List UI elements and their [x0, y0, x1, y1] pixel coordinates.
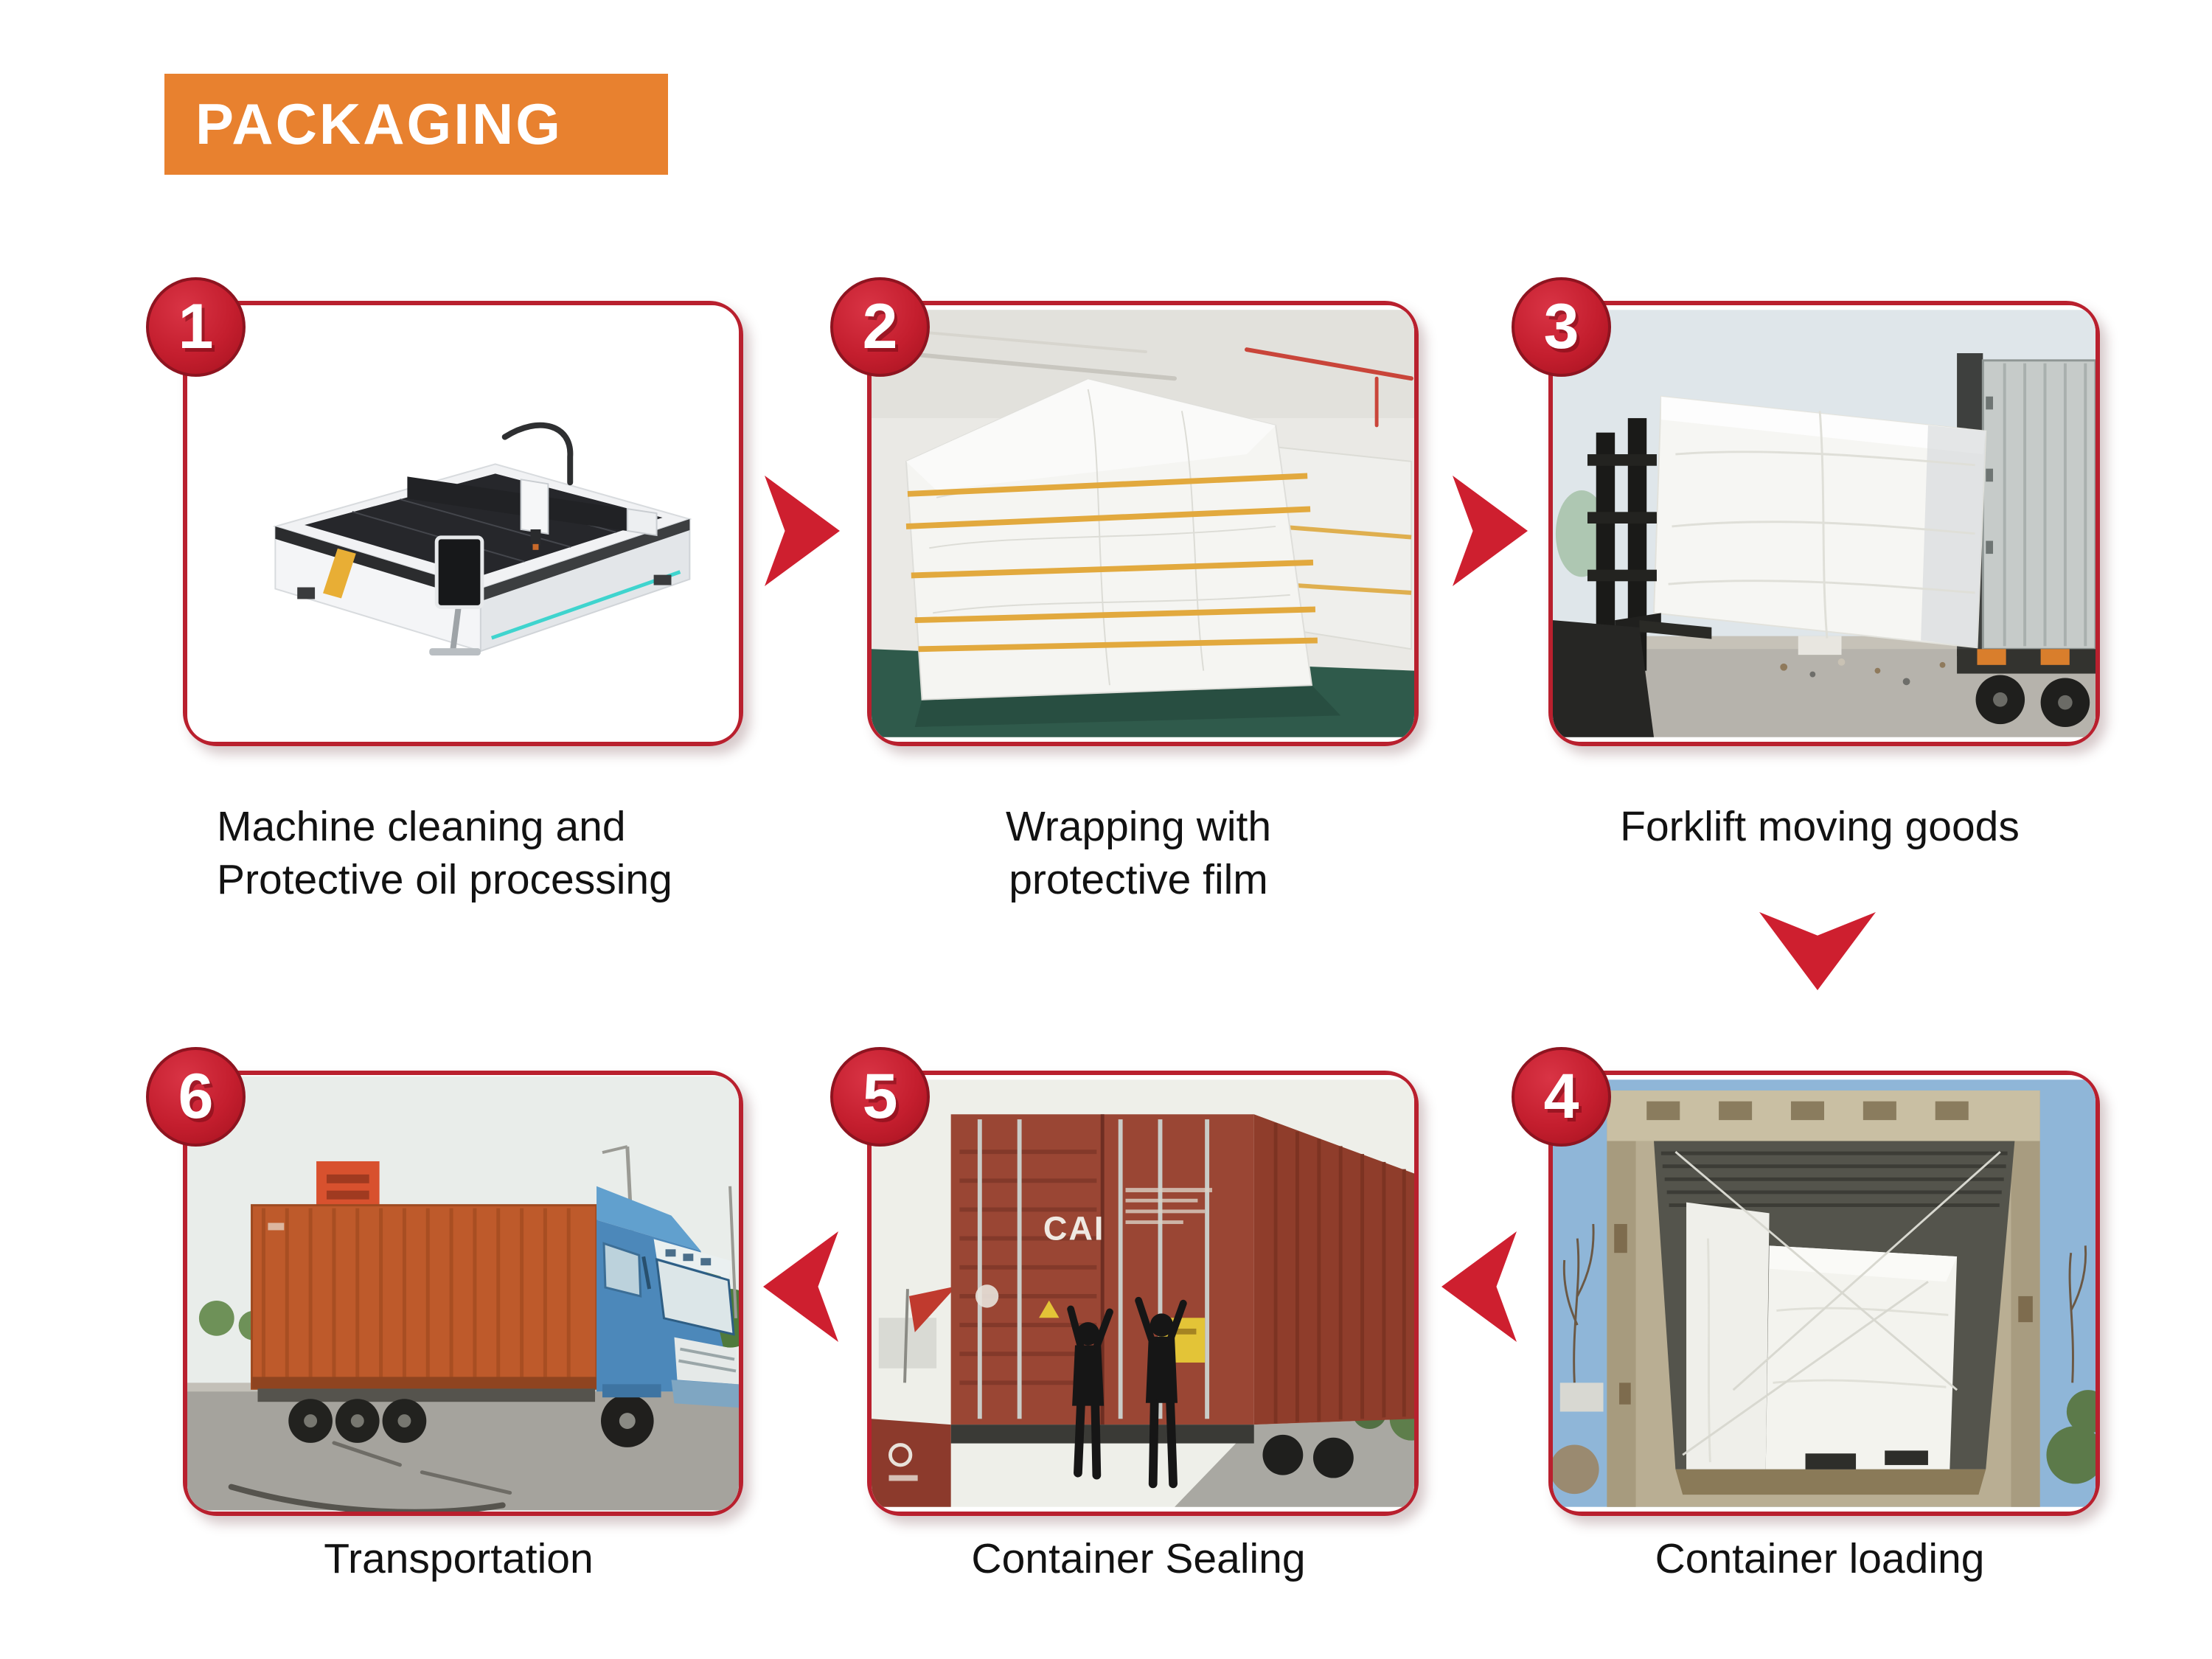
securing-ropes	[1674, 1151, 2001, 1456]
packing-straps	[905, 473, 1318, 653]
step-6-caption: Transportation	[324, 1535, 594, 1582]
step-number-badge: 6	[146, 1047, 246, 1147]
laser-machine-illustration	[272, 422, 692, 656]
container-floor	[1675, 1469, 1986, 1495]
arrow-down-icon	[1759, 912, 1876, 990]
transport-truck-illustration	[187, 1076, 739, 1512]
arrow-right-icon	[765, 476, 840, 586]
container-sealing-illustration: CAI	[872, 1079, 1414, 1507]
banner-title: PACKAGING	[195, 91, 563, 156]
step-card-6: 6	[146, 1047, 743, 1516]
step-3-photo	[1553, 305, 2096, 742]
step-number-badge: 4	[1512, 1047, 1611, 1147]
forklift-mast	[1553, 418, 1712, 737]
arrow-left-icon	[763, 1231, 838, 1342]
container-side	[1253, 1114, 1414, 1425]
step-number-badge: 5	[830, 1047, 930, 1147]
step-4-caption: Container loading	[1655, 1535, 1985, 1582]
ground-debris	[1780, 636, 1946, 686]
truck-bed-corner	[872, 1419, 951, 1507]
step-number: 4	[1543, 1061, 1579, 1132]
road-marks	[228, 1441, 512, 1512]
step-number: 6	[178, 1061, 214, 1132]
step-card-2: 2	[830, 277, 1419, 746]
step-2-photo	[872, 305, 1414, 742]
arrow-right-icon	[1453, 476, 1528, 586]
step-card-4: 4	[1512, 1047, 2100, 1516]
step-number: 1	[178, 291, 214, 362]
wrapped-machine-in-container	[1686, 1202, 1958, 1470]
step-number-badge: 2	[830, 277, 930, 377]
step-5-caption: Container Sealing	[971, 1535, 1306, 1582]
container-rear: CAI	[950, 1114, 1254, 1425]
lock-rods	[977, 1119, 1210, 1419]
step-4-photo	[1553, 1075, 2096, 1512]
step-1-caption: Machine cleaning and Protective oil proc…	[217, 803, 672, 903]
workers	[1067, 1296, 1187, 1489]
step-number: 2	[862, 291, 898, 362]
wrapped-machine-load	[1653, 395, 1987, 649]
trailer-and-wheels	[257, 1388, 596, 1443]
step-number: 5	[862, 1061, 898, 1132]
section-banner: PACKAGING	[164, 74, 668, 175]
step-6-photo	[187, 1075, 739, 1512]
orange-container	[251, 1204, 598, 1390]
container-loading-illustration	[1553, 1079, 2096, 1507]
step-number-badge: 1	[146, 277, 246, 377]
forklift-loading-illustration	[1553, 310, 2096, 737]
step-number-badge: 3	[1512, 277, 1611, 377]
machine-gantry	[407, 422, 658, 550]
step-1-photo	[187, 305, 739, 742]
step-3-caption: Forklift moving goods	[1620, 803, 2020, 850]
warehouse-pipes	[898, 330, 1414, 428]
foliage	[1553, 1390, 2096, 1495]
step-5-photo: CAI	[872, 1075, 1414, 1512]
bare-trees	[1562, 1223, 2087, 1383]
container-logo-text: CAI	[1043, 1210, 1105, 1248]
step-card-5: CAI	[830, 1047, 1419, 1516]
machine-body	[272, 463, 692, 653]
step-number: 3	[1543, 291, 1579, 362]
blue-cab	[597, 1186, 739, 1447]
road	[187, 1391, 739, 1511]
step-card-3: 3	[1512, 277, 2100, 746]
machine-monitor	[429, 535, 484, 656]
main-wrapped-machine	[905, 378, 1318, 700]
step-2-caption: Wrapping with protective film	[1005, 803, 1272, 903]
red-flag	[903, 1286, 957, 1383]
wrapped-machine-illustration	[872, 310, 1414, 737]
arrow-left-icon	[1441, 1231, 1517, 1342]
step-card-1: 1	[146, 277, 743, 746]
